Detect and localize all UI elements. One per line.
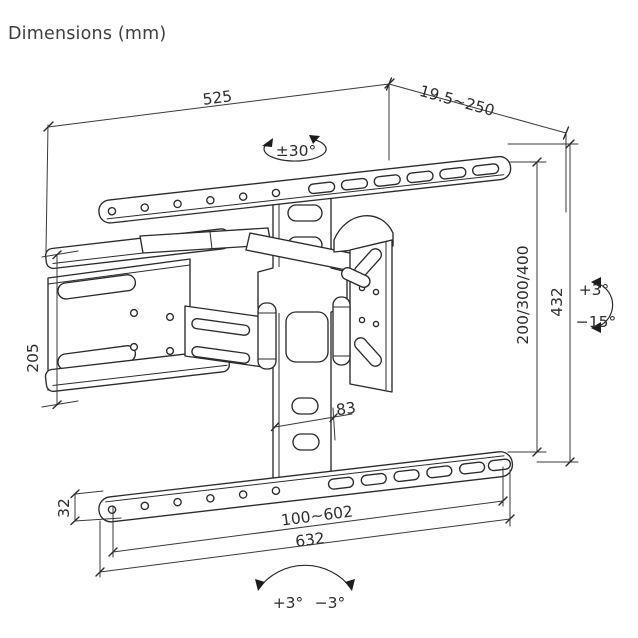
dim-column-width: 83: [335, 399, 357, 420]
wall-plate: [44, 227, 371, 393]
level-right-label: −3°: [315, 594, 346, 612]
bottom-vesa-bar: [98, 451, 514, 523]
swivel-arrow-icon: [262, 135, 327, 162]
articulating-arm: [257, 215, 394, 393]
dim-top-width: 525: [202, 87, 234, 109]
lower-arm: [184, 305, 264, 368]
dimension-lines: [41, 77, 579, 578]
dim-bar-height: 32: [55, 498, 73, 518]
dim-wall-plate-height: 205: [24, 343, 42, 373]
dim-overall-height: 432: [548, 287, 566, 317]
dim-vesa-vertical: 200/300/400: [514, 245, 532, 344]
dim-depth-range: 19.5~250: [417, 82, 496, 120]
tilt-down-label: −15°: [576, 313, 616, 331]
level-left-label: +3°: [273, 594, 304, 612]
swivel-label: ±30°: [276, 142, 316, 160]
diagram-title: Dimensions (mm): [8, 24, 167, 44]
tilt-arrow-icon: [591, 277, 614, 333]
dim-bottom-width: 632: [294, 529, 326, 551]
top-vesa-bar: [98, 155, 512, 224]
tilt-up-label: +3°: [579, 281, 610, 299]
level-arrow-icon: [255, 564, 355, 591]
